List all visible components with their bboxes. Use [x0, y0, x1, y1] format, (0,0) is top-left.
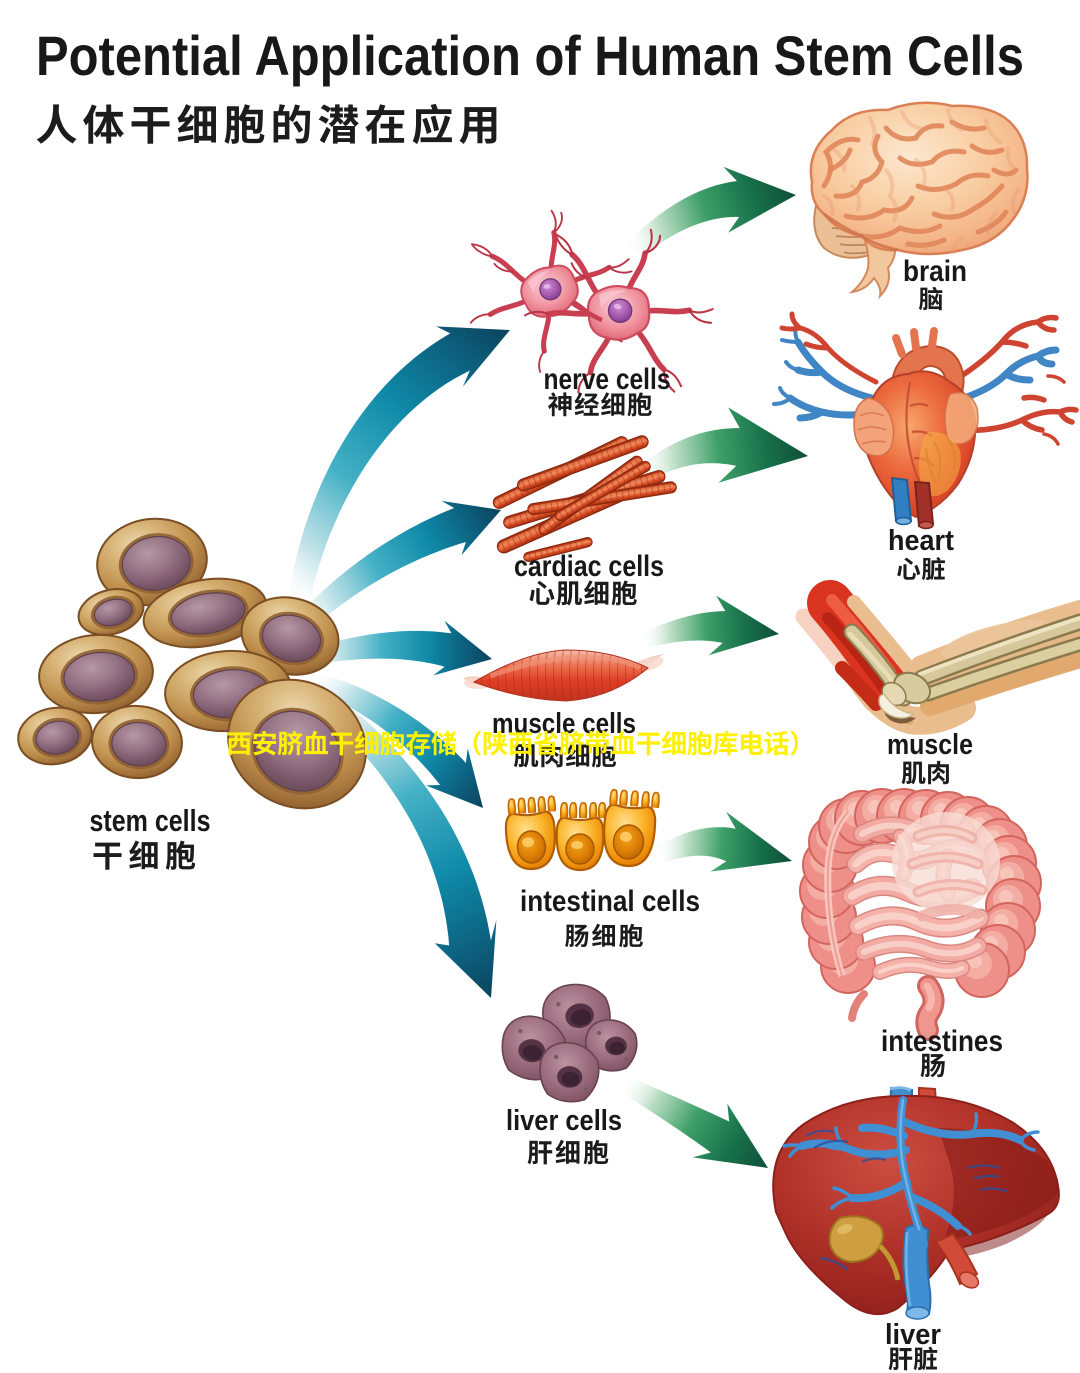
svg-text:cardiac cells: cardiac cells [514, 550, 664, 583]
svg-text:stem cells: stem cells [90, 803, 211, 838]
svg-text:brain: brain [903, 255, 967, 288]
svg-text:liver cells: liver cells [506, 1105, 622, 1137]
svg-text:Potential Application of Human: Potential Application of Human Stem Cell… [36, 24, 1024, 87]
svg-text:heart: heart [888, 525, 954, 557]
svg-text:liver: liver [885, 1319, 941, 1351]
svg-text:nerve cells: nerve cells [544, 363, 671, 396]
svg-text:intestinal cells: intestinal cells [520, 885, 700, 918]
svg-text:intestines: intestines [881, 1025, 1003, 1058]
svg-text:muscle: muscle [887, 729, 973, 761]
